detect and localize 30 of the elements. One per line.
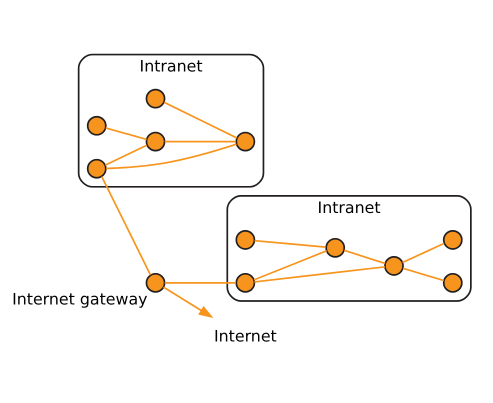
cluster: Intranet [226, 195, 472, 302]
connector [164, 140, 236, 142]
node-text: Internet [214, 326, 277, 346]
connector [402, 267, 444, 282]
connector [254, 250, 327, 281]
cluster: Intranet [78, 54, 264, 188]
connector [402, 242, 444, 264]
connector [104, 144, 148, 166]
connector [101, 176, 152, 276]
node-circle [146, 273, 166, 293]
node-circle [235, 230, 256, 250]
node-circle [442, 273, 463, 293]
connector [254, 240, 326, 248]
node-circle [146, 88, 166, 109]
node-circle [384, 256, 404, 276]
node-circle [325, 238, 346, 258]
node-label: Internet gateway [12, 290, 148, 309]
connector [164, 102, 238, 139]
node-circle [235, 273, 256, 293]
node-circle [86, 158, 107, 179]
connector [106, 127, 147, 140]
connector [164, 282, 236, 284]
connector [344, 250, 386, 264]
node-circle [146, 132, 166, 152]
node-circle [442, 230, 463, 250]
connector [106, 143, 237, 170]
node-circle [86, 116, 107, 136]
connector [254, 266, 386, 283]
arrow [163, 286, 214, 318]
node-circle [235, 132, 256, 152]
